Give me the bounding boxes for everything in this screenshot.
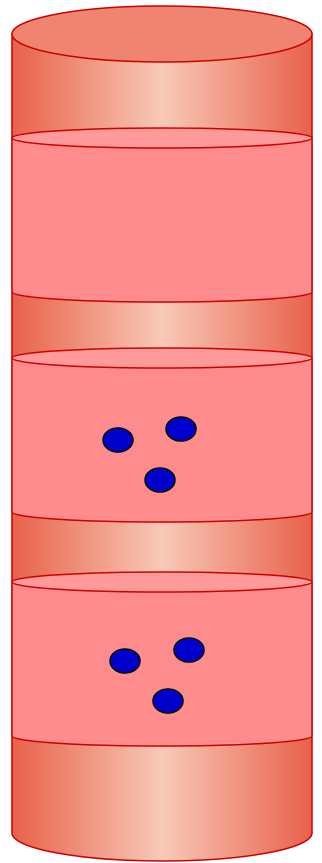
band-3-top bbox=[12, 572, 312, 592]
band-3 bbox=[12, 572, 312, 746]
band-2-top bbox=[12, 348, 312, 368]
band-2 bbox=[12, 348, 312, 522]
cylinder-top-cap bbox=[12, 6, 312, 62]
particle bbox=[166, 417, 196, 441]
band-1-body bbox=[12, 138, 312, 302]
band-2-body bbox=[12, 358, 312, 522]
particle bbox=[153, 689, 183, 713]
particle bbox=[103, 428, 133, 452]
particle bbox=[174, 638, 204, 662]
band-3-body bbox=[12, 582, 312, 746]
particle bbox=[110, 649, 140, 673]
particle bbox=[145, 468, 175, 492]
band-1 bbox=[12, 128, 312, 302]
band-1-top bbox=[12, 128, 312, 148]
